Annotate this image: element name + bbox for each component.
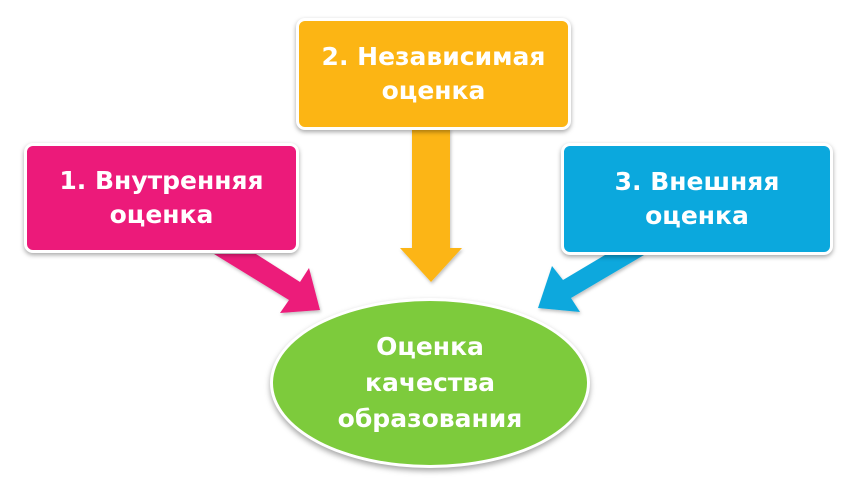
internal-assessment-label-line2: оценка	[109, 200, 214, 229]
independent-assessment-label-line1: 2. Независимая	[321, 42, 546, 71]
external-assessment-box: 3. Внешняя оценка	[561, 143, 833, 255]
center-label-line2: качества	[365, 368, 495, 397]
education-quality-ellipse: Оценка качества образования	[270, 298, 590, 468]
center-label-line1: Оценка	[376, 332, 484, 361]
arrow-internal-to-center	[214, 254, 320, 313]
arrow-external-to-center	[538, 255, 644, 312]
external-assessment-label-line1: 3. Внешняя	[614, 167, 780, 196]
independent-assessment-box: 2. Независимая оценка	[296, 18, 571, 130]
external-assessment-label-line2: оценка	[645, 201, 749, 230]
arrow-independent-to-center	[400, 128, 462, 282]
independent-assessment-label-line2: оценка	[381, 76, 486, 105]
center-label-line3: образования	[337, 404, 523, 433]
internal-assessment-box: 1. Внутренняя оценка	[24, 143, 299, 253]
internal-assessment-label-line1: 1. Внутренняя	[59, 166, 264, 195]
